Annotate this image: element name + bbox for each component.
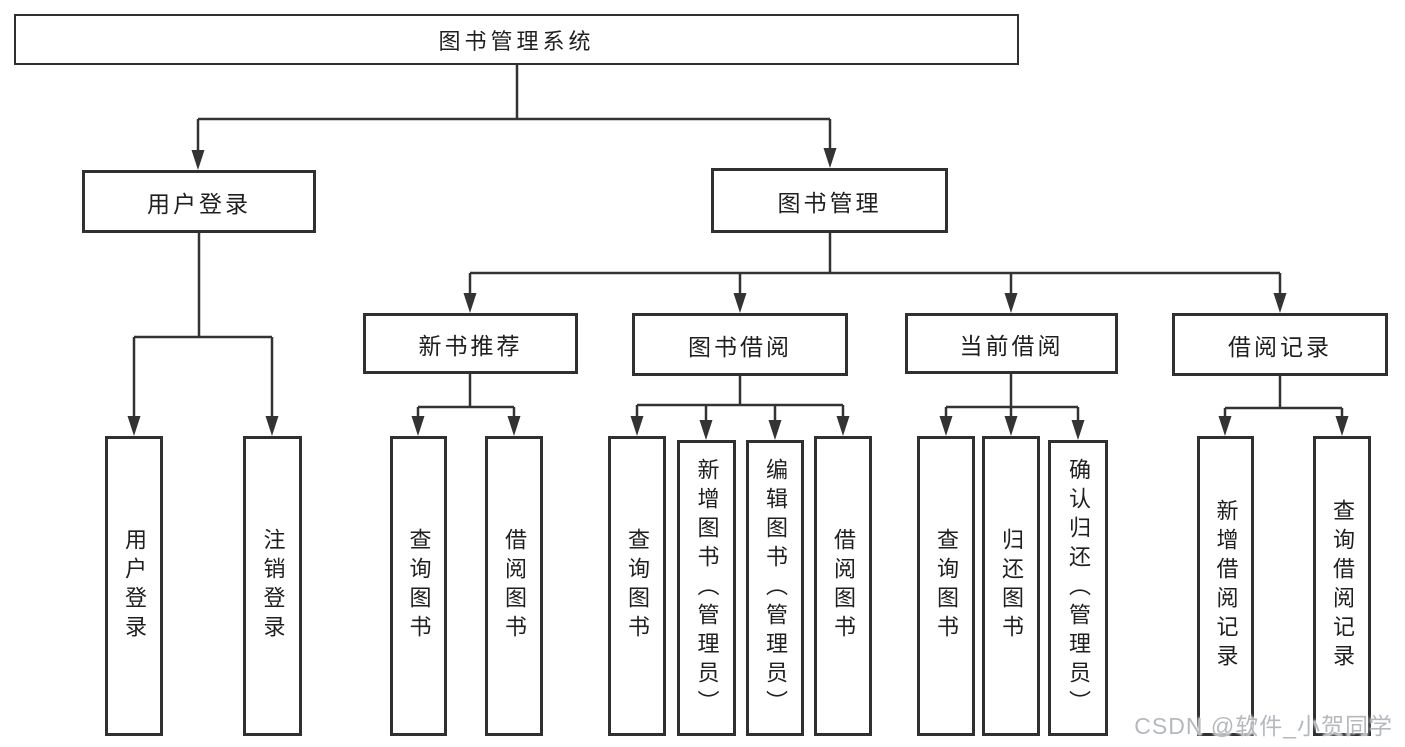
node-label: 当前借阅: [959, 332, 1064, 359]
node-label: 图书管理系统: [438, 28, 595, 54]
node-label: 查询图书: [934, 528, 959, 644]
node-borrowing-records: 借阅记录: [1172, 313, 1388, 376]
node-label: 用户登录: [122, 528, 147, 644]
leaf-borrowing-borrow-book: 借阅图书: [814, 436, 872, 736]
node-label: 确认归还（管理员）: [1066, 457, 1091, 719]
leaf-recommend-query-book: 查询图书: [390, 436, 447, 736]
node-label: 编辑图书（管理员）: [763, 457, 788, 719]
leaf-recommend-borrow-book: 借阅图书: [485, 436, 543, 736]
node-label: 用户登录: [147, 190, 251, 217]
node-user-login-branch: 用户登录: [82, 170, 316, 233]
node-book-borrowing: 图书借阅: [632, 313, 848, 376]
leaf-add-borrow-record: 新增借阅记录: [1197, 436, 1254, 736]
csdn-watermark: CSDN @软件_小贺同学: [1134, 713, 1393, 739]
node-label: 新增借阅记录: [1213, 499, 1239, 673]
node-label: 新书推荐: [418, 332, 523, 359]
leaf-logout: 注销登录: [243, 436, 302, 736]
leaf-return-book: 归还图书: [982, 436, 1040, 736]
node-label: 借阅图书: [831, 528, 856, 644]
node-book-management-branch: 图书管理: [711, 168, 948, 233]
arrowheads: [127, 148, 1349, 440]
leaf-borrowing-query-book: 查询图书: [608, 436, 666, 736]
node-label: 借阅记录: [1228, 333, 1332, 360]
node-label: 查询图书: [625, 528, 650, 644]
leaf-confirm-return-admin: 确认归还（管理员）: [1048, 440, 1108, 736]
leaf-query-borrow-record: 查询借阅记录: [1313, 436, 1371, 736]
leaf-current-query-book: 查询图书: [917, 436, 975, 736]
leaf-add-book-admin: 新增图书（管理员）: [677, 440, 736, 736]
node-label: 新增图书（管理员）: [694, 457, 720, 719]
node-label: 归还图书: [999, 528, 1024, 644]
node-label: 注销登录: [260, 528, 286, 644]
node-current-borrowing: 当前借阅: [905, 313, 1118, 374]
node-label: 图书管理: [777, 189, 882, 216]
node-label: 图书借阅: [688, 333, 792, 360]
node-label: 查询借阅记录: [1330, 499, 1355, 673]
leaf-edit-book-admin: 编辑图书（管理员）: [746, 440, 804, 736]
node-label: 借阅图书: [502, 528, 527, 644]
node-label: 查询图书: [406, 528, 432, 644]
node-new-book-recommend: 新书推荐: [363, 313, 578, 374]
node-library-management-system: 图书管理系统: [14, 14, 1019, 65]
leaf-user-login: 用户登录: [105, 436, 163, 736]
